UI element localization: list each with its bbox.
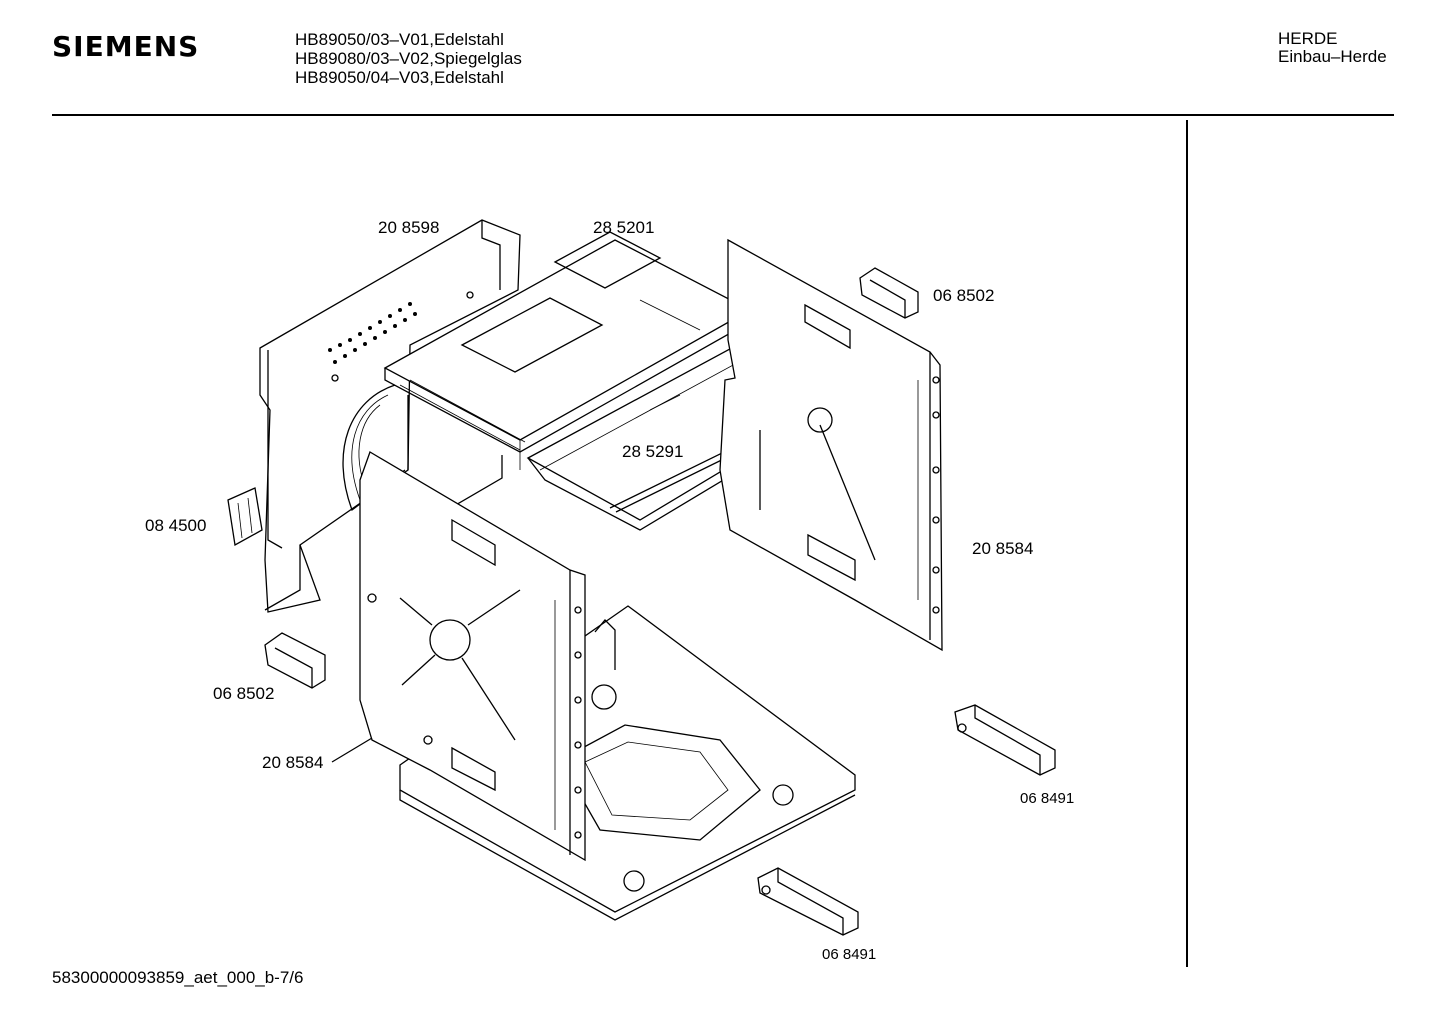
side-wall-front-part xyxy=(359,451,586,862)
part-label-tray-panel: 28 5291 xyxy=(622,442,684,461)
brand-logo: SIEMENS xyxy=(52,30,200,63)
handle-top-right-part xyxy=(859,267,919,319)
category-sub: Einbau–Herde xyxy=(1278,47,1387,66)
part-label-rear-side-panel: 20 8598 xyxy=(378,218,440,237)
part-label-side-wall-front: 20 8584 xyxy=(262,753,324,772)
part-label-handle-top-right: 06 8502 xyxy=(933,286,995,305)
model-line-1: HB89050/03–V01,Edelstahl xyxy=(295,30,504,49)
category: HERDE Einbau–Herde xyxy=(1278,30,1387,66)
part-label-hinge-bottom: 06 8491 xyxy=(822,946,877,963)
document-id: 58300000093859_aet_000_b-7/6 xyxy=(52,968,304,987)
part-label-top-panel: 28 5201 xyxy=(593,218,655,237)
side-divider xyxy=(1186,120,1188,967)
hinge-bottom-part xyxy=(757,867,859,936)
model-list: HB89050/03–V01,Edelstahl HB89080/03–V02,… xyxy=(295,30,522,87)
part-label-handle-left: 06 8502 xyxy=(213,684,275,703)
category-main: HERDE xyxy=(1278,29,1338,48)
perforation-pattern xyxy=(328,302,417,364)
bracket-left-part xyxy=(227,487,263,547)
side-wall-right-part xyxy=(719,238,943,652)
model-line-2: HB89080/03–V02,Spiegelglas xyxy=(295,49,522,68)
handle-left-part xyxy=(264,632,326,689)
header-divider xyxy=(52,114,1394,116)
hinge-right-part xyxy=(954,704,1056,776)
leader-side-wall-front xyxy=(331,737,373,763)
bottom-panel-part xyxy=(399,605,856,921)
model-line-3: HB89050/04–V03,Edelstahl xyxy=(295,68,504,87)
part-label-hinge-right: 06 8491 xyxy=(1020,790,1075,807)
rear-side-panel-part xyxy=(259,219,521,613)
part-label-bracket-left: 08 4500 xyxy=(145,516,207,535)
part-label-side-wall-right: 20 8584 xyxy=(972,539,1034,558)
